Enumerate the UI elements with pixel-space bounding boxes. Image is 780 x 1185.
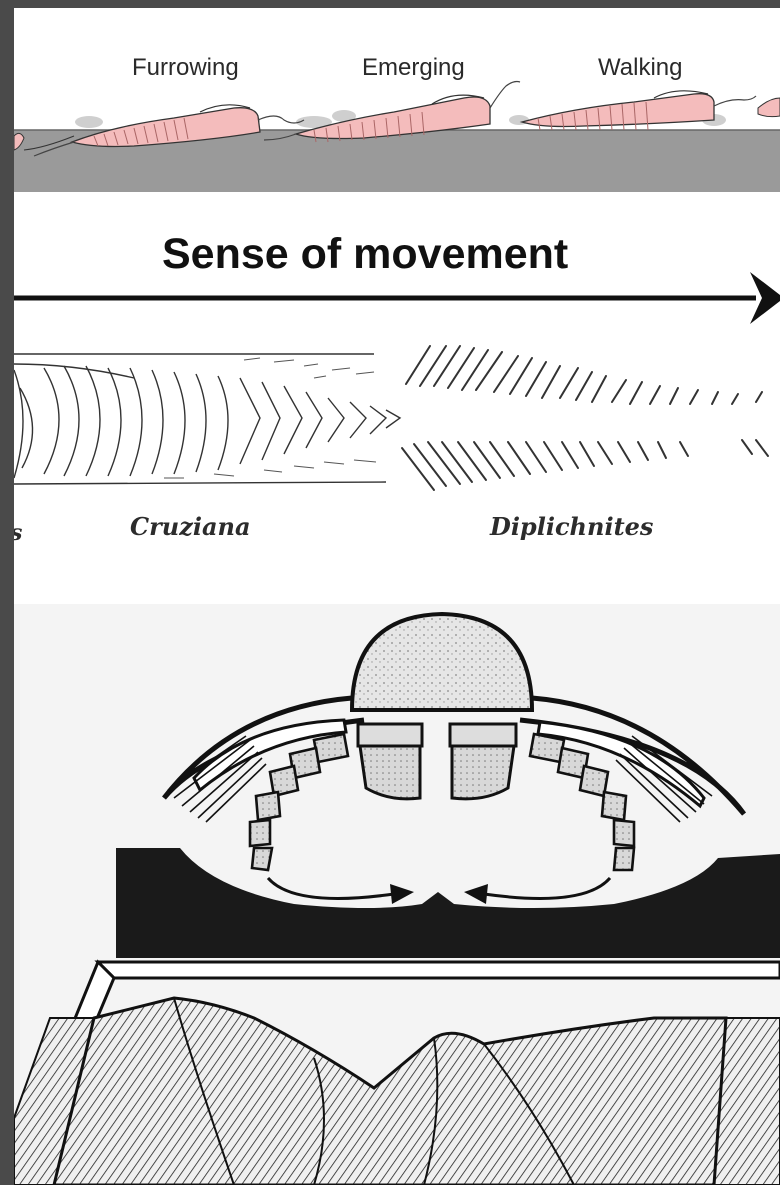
diagram-page: Furrowing Emerging Walking Sense of move… bbox=[14, 8, 780, 1185]
cross-section-illustration bbox=[14, 8, 780, 1185]
